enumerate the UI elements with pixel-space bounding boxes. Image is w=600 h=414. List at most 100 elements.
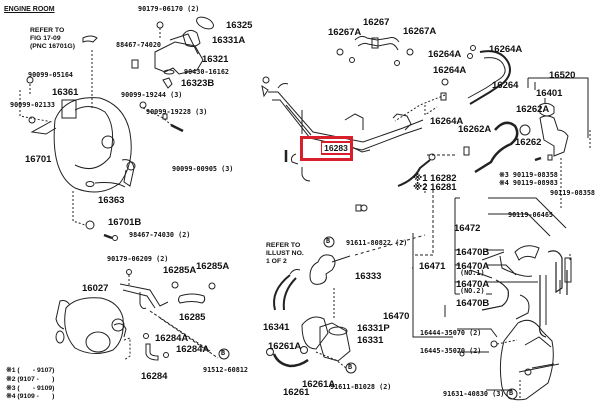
part-label-16285A-1[interactable]: 16285A	[163, 265, 197, 276]
radiator-hose-drawing	[424, 45, 591, 208]
part-label-16284A-2[interactable]: 16284A	[176, 344, 210, 355]
part-label-16331A[interactable]: 16331A	[212, 35, 246, 46]
part-label-90119-08358-a[interactable]: ※3 90119-08358	[499, 171, 558, 179]
highlighted-part-number[interactable]: 16283	[322, 143, 350, 153]
part-label-16333[interactable]: 16333	[355, 271, 382, 282]
part-label-16027[interactable]: 16027	[82, 283, 109, 294]
part-label-16321[interactable]: 16321	[202, 54, 229, 65]
part-label-91611-80822[interactable]: 91611-80822 (2)	[346, 239, 408, 247]
part-label-91512-60812[interactable]: 91512-60812	[203, 366, 249, 374]
part-label-16261[interactable]: 16261	[283, 387, 310, 398]
legend-mark: ※3	[6, 384, 16, 392]
part-label-16267A-2[interactable]: 16267A	[403, 26, 437, 37]
part-label-16282[interactable]: ※1 16282	[413, 173, 457, 184]
part-label-90119-08983[interactable]: ※4 90119-08983	[499, 179, 558, 187]
part-label-16470A-2[interactable]: 16470A	[456, 279, 490, 290]
legend-mark: ※1	[6, 367, 16, 374]
part-label-90179-06209[interactable]: 90179-06209 (2)	[107, 255, 169, 263]
refer-note-fig[interactable]: REFER TO FIG 17-09 (PNC 16701G)	[30, 27, 75, 50]
refer-note-line: (PNC 16701G)	[30, 42, 75, 50]
part-label-16261A-2[interactable]: 16261A	[302, 379, 336, 390]
part-label-90179-06170[interactable]: 90179-06170 (2)	[138, 5, 200, 13]
part-label-16470A-2-sub[interactable]: (NO.2)	[460, 287, 485, 295]
part-label-91611-B1028[interactable]: 91611-B1028 (2)	[330, 383, 392, 391]
reference-marker-b: B	[221, 349, 226, 357]
part-label-16323B[interactable]: 16323B	[181, 78, 215, 89]
leader-lines	[412, 77, 589, 391]
legend-row: ※3 ( - 9109)	[6, 385, 54, 393]
legend-row: ※1 ( - 9107)	[6, 367, 54, 375]
part-label-16264A-3[interactable]: 16264A	[433, 65, 467, 76]
legend-mark: ※2	[6, 375, 16, 383]
part-label-16341[interactable]: 16341	[263, 322, 290, 333]
part-label-90119-06465[interactable]: 90119-06465	[508, 211, 554, 219]
part-label-16331P[interactable]: 16331P	[357, 323, 390, 334]
part-label-16262A-1[interactable]: 16262A	[516, 104, 550, 115]
reference-marker-b: B	[326, 237, 331, 245]
refer-note-illust[interactable]: REFER TO ILLUST NO. 1 OF 2	[266, 242, 304, 265]
part-label-16262[interactable]: 16262	[515, 137, 542, 148]
date-range-legend: ※1 ( - 9107)※2 (9107 - )※3 ( - 9109)※4 (…	[6, 367, 54, 402]
part-label-16264A-1[interactable]: 16264A	[428, 49, 462, 60]
turbocharger-drawing	[55, 269, 216, 361]
part-label-16264A-2[interactable]: 16264A	[489, 44, 523, 55]
part-label-91631-40830[interactable]: 91631-40830 (3)	[443, 390, 505, 398]
part-label-16701[interactable]: 16701	[25, 154, 52, 165]
part-label-16471[interactable]: 16471	[419, 261, 446, 272]
part-label-90099-00905[interactable]: 90099-00905 (3)	[172, 165, 234, 173]
part-label-90099-05164[interactable]: 90099-05164	[28, 71, 74, 79]
legend-range: (9107 - )	[17, 375, 55, 383]
part-label-16363[interactable]: 16363	[98, 195, 125, 206]
water-pump-drawing	[19, 35, 184, 241]
part-label-90099-02133[interactable]: 90099-02133	[10, 101, 56, 109]
part-label-90430-16162[interactable]: 90430-16162	[184, 68, 230, 76]
part-label-16262A-2[interactable]: 16262A	[458, 124, 492, 135]
part-label-16281[interactable]: ※2 16281	[413, 182, 457, 193]
part-label-16264[interactable]: 16264	[492, 80, 519, 91]
part-label-90099-19228[interactable]: 90099-19228 (3)	[146, 108, 208, 116]
reference-marker-b: B	[348, 363, 353, 371]
part-label-16285[interactable]: 16285	[179, 312, 206, 323]
part-label-88467-74020[interactable]: 88467-74020	[116, 41, 162, 49]
legend-range: (9109 - )	[17, 393, 55, 401]
part-label-16470A-1[interactable]: 16470A	[456, 261, 490, 272]
reference-b-markers	[218, 236, 518, 400]
part-label-16264A-4[interactable]: 16264A	[430, 116, 464, 127]
refer-note-line: FIG 17-09	[30, 34, 61, 42]
part-label-16284A-1[interactable]: 16284A	[155, 333, 189, 344]
water-outlet-drawing	[131, 16, 214, 89]
part-label-16261A-1[interactable]: 16261A	[268, 341, 302, 352]
refer-note-line: REFER TO	[30, 27, 65, 34]
part-label-90099-19244[interactable]: 90099-19244 (3)	[121, 91, 183, 99]
part-label-16284[interactable]: 16284	[141, 371, 168, 382]
legend-range: ( - 9107)	[17, 367, 55, 374]
part-label-16267A-1[interactable]: 16267A	[328, 27, 362, 38]
part-label-16470B-1[interactable]: 16470B	[456, 247, 490, 258]
part-label-16361[interactable]: 16361	[52, 87, 79, 98]
legend-range: ( - 9109)	[17, 384, 55, 392]
part-label-16331[interactable]: 16331	[357, 335, 384, 346]
refer-note-line: REFER TO	[266, 242, 301, 249]
part-label-16444-35070[interactable]: 16444-35070 (2)	[420, 329, 482, 337]
reference-marker-b: B	[509, 389, 514, 397]
part-label-16285A-2[interactable]: 16285A	[196, 261, 230, 272]
part-label-16267[interactable]: 16267	[363, 17, 390, 28]
refer-note-line: ILLUST NO.	[266, 249, 304, 257]
part-label-16701B[interactable]: 16701B	[108, 217, 142, 228]
part-label-16401[interactable]: 16401	[536, 88, 563, 99]
part-label-90119-08358-b[interactable]: 90119-08358	[550, 189, 596, 197]
part-label-16470A-1-sub[interactable]: (NO.1)	[460, 269, 485, 277]
water-inlet-drawing	[266, 234, 426, 369]
part-label-16470B-2[interactable]: 16470B	[456, 298, 490, 309]
part-label-16325[interactable]: 16325	[226, 20, 253, 31]
part-label-98467-74030[interactable]: 98467-74030 (2)	[129, 231, 191, 239]
legend-row: ※2 (9107 - )	[6, 376, 54, 384]
refer-note-line: 1 OF 2	[266, 257, 287, 265]
part-label-16472[interactable]: 16472	[454, 223, 481, 234]
legend-mark: ※4	[6, 393, 16, 401]
part-label-16445-35070[interactable]: 16445-35070 (2)	[420, 347, 482, 355]
part-label-16470[interactable]: 16470	[383, 311, 410, 322]
part-label-16520[interactable]: 16520	[549, 70, 576, 81]
